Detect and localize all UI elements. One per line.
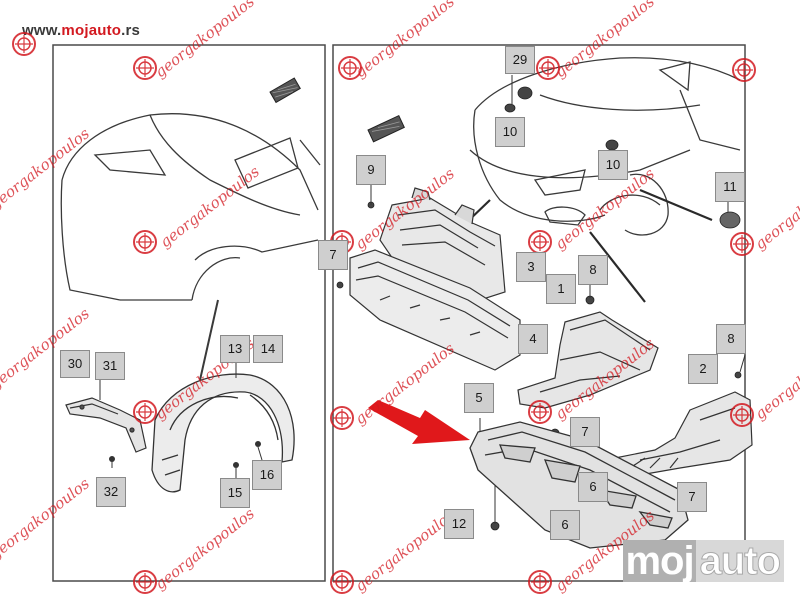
svg-text:georgakopoulos: georgakopoulos (151, 0, 258, 81)
callout-6-b: 6 (550, 510, 580, 540)
callout-7-a: 7 (318, 240, 348, 270)
site-url: www.mojauto.rs (22, 22, 141, 39)
callout-14: 14 (253, 335, 283, 363)
callout-15: 15 (220, 478, 250, 508)
svg-text:georgakopoulos: georgakopoulos (551, 0, 658, 81)
callout-1: 1 (546, 274, 576, 304)
callout-12: 12 (444, 509, 474, 539)
callout-7-b: 7 (570, 417, 600, 447)
callout-16: 16 (252, 460, 282, 490)
engine-undertray-2 (614, 391, 753, 476)
bumper-absorber (349, 249, 521, 371)
callout-10-b: 10 (598, 150, 628, 180)
svg-text:georgakopoulos: georgakopoulos (351, 0, 458, 81)
callout-9: 9 (356, 155, 386, 185)
svg-text:georgakopoulos: georgakopoulos (151, 504, 258, 593)
callout-29: 29 (505, 46, 535, 74)
svg-text:georgakopoulos: georgakopoulos (751, 164, 800, 253)
left-direction-marker (269, 77, 301, 104)
callout-32: 32 (96, 477, 126, 507)
callout-31: 31 (95, 352, 125, 380)
callout-6-a: 6 (578, 472, 608, 502)
left-car-outline (60, 113, 321, 301)
callout-7-c: 7 (677, 482, 707, 512)
svg-text:georgakopoulos: georgakopoulos (0, 304, 93, 393)
svg-text:georgakopoulos: georgakopoulos (751, 334, 800, 423)
callout-4: 4 (518, 324, 548, 354)
callout-8-a: 8 (578, 255, 608, 285)
right-direction-marker (367, 114, 405, 143)
right-panel-frame (332, 44, 746, 582)
left-panel-frame (52, 44, 326, 582)
callout-2: 2 (688, 354, 718, 384)
svg-text:georgakopoulos: georgakopoulos (0, 124, 93, 213)
callout-30: 30 (60, 350, 90, 378)
callout-11: 11 (715, 172, 745, 202)
wheel-arch-liner (151, 373, 295, 493)
svg-text:georgakopoulos: georgakopoulos (0, 474, 93, 563)
svg-text:georgakopoulos: georgakopoulos (156, 162, 263, 251)
callout-5: 5 (464, 383, 494, 413)
engine-undertray-1 (517, 311, 659, 409)
callout-10-a: 10 (495, 117, 525, 147)
callout-3: 3 (516, 252, 546, 282)
svg-text:georgakopoulos: georgakopoulos (351, 506, 458, 595)
upper-bumper-bracket (379, 187, 506, 301)
callout-8-b: 8 (716, 324, 746, 354)
bracket-part (65, 397, 147, 453)
leader-line-liner (199, 299, 219, 381)
callout-13: 13 (220, 335, 250, 363)
highlight-arrow (368, 400, 470, 444)
